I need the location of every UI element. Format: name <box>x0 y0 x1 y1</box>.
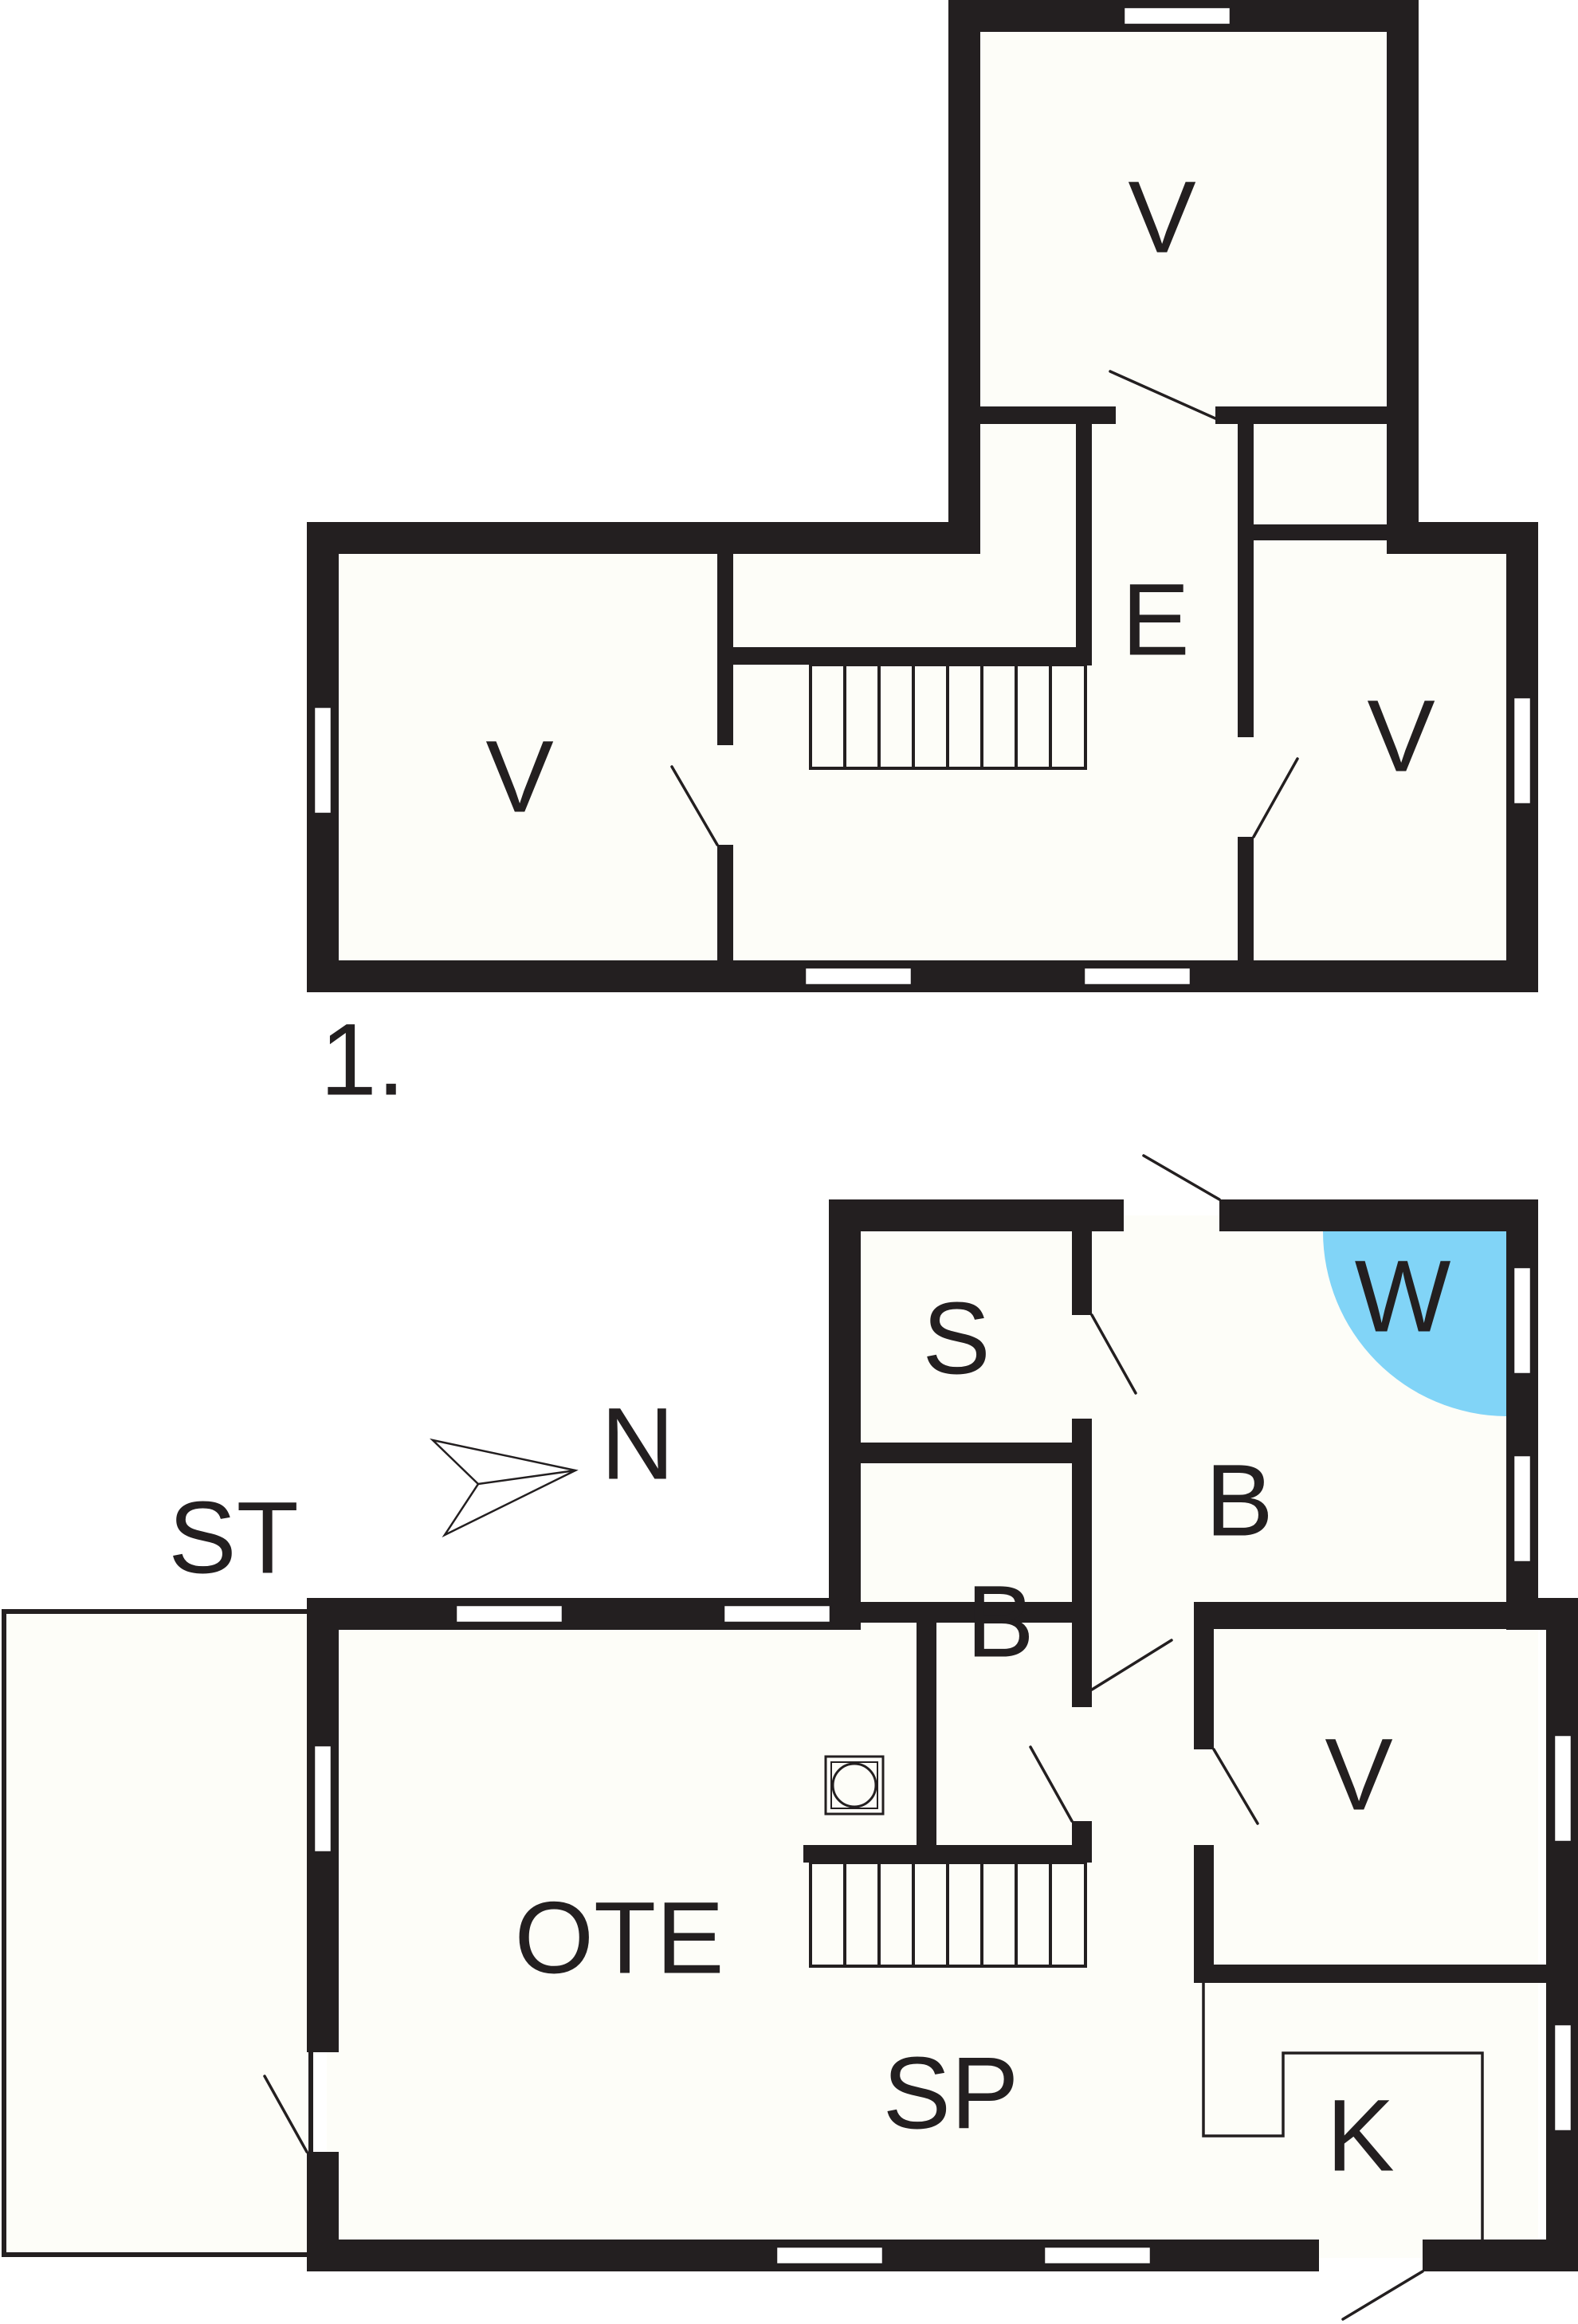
compass-north-arrow-icon <box>429 1438 579 1538</box>
upper-floor: V E V V 1. <box>307 0 1538 1117</box>
window <box>775 2245 885 2266</box>
stove-icon <box>824 1755 885 1816</box>
window <box>1122 6 1232 26</box>
room-label-bedroom: V <box>1325 1718 1392 1832</box>
room-label-top: V <box>1128 161 1195 275</box>
washroom-highlight <box>1323 1231 1506 1416</box>
window <box>454 1604 564 1624</box>
room-label-living: OTE <box>514 1882 724 1996</box>
window <box>1042 2245 1152 2266</box>
door-swing-icon <box>670 370 1299 846</box>
window <box>1552 2023 1573 2133</box>
terrace-area <box>2 1609 313 2257</box>
floor-level-label: 1. <box>320 1003 406 1117</box>
window <box>1082 966 1192 987</box>
room-label-living-sub: SP <box>883 2037 1019 2151</box>
room-label-washroom: W <box>1355 1240 1451 1354</box>
room-label-right: V <box>1367 680 1435 794</box>
window <box>1552 1733 1573 1843</box>
window <box>312 705 333 815</box>
window <box>1512 696 1533 806</box>
room-label-terrace: ST <box>168 1482 299 1596</box>
room-label-storage: S <box>922 1282 990 1396</box>
staircase-icon <box>809 663 1087 770</box>
kitchen-counter <box>1202 1981 1484 2241</box>
upper-floor-area <box>327 16 1522 972</box>
window <box>1512 1266 1533 1376</box>
door-swing-icon <box>263 1154 1424 2321</box>
staircase-icon <box>809 1861 1087 1968</box>
room-label-kitchen: K <box>1326 2079 1394 2193</box>
room-label-left: V <box>485 720 553 834</box>
room-label-bath-lower: B <box>966 1565 1034 1679</box>
room-label-hall: E <box>1121 563 1189 677</box>
lower-floor: N ST S W B B V OTE SP K <box>2 1154 1578 2321</box>
window <box>1512 1454 1533 1564</box>
window <box>312 1744 333 1854</box>
window <box>803 966 913 987</box>
room-label-bath-upper: B <box>1205 1444 1273 1558</box>
window <box>722 1604 832 1624</box>
compass-label: N <box>601 1388 674 1502</box>
